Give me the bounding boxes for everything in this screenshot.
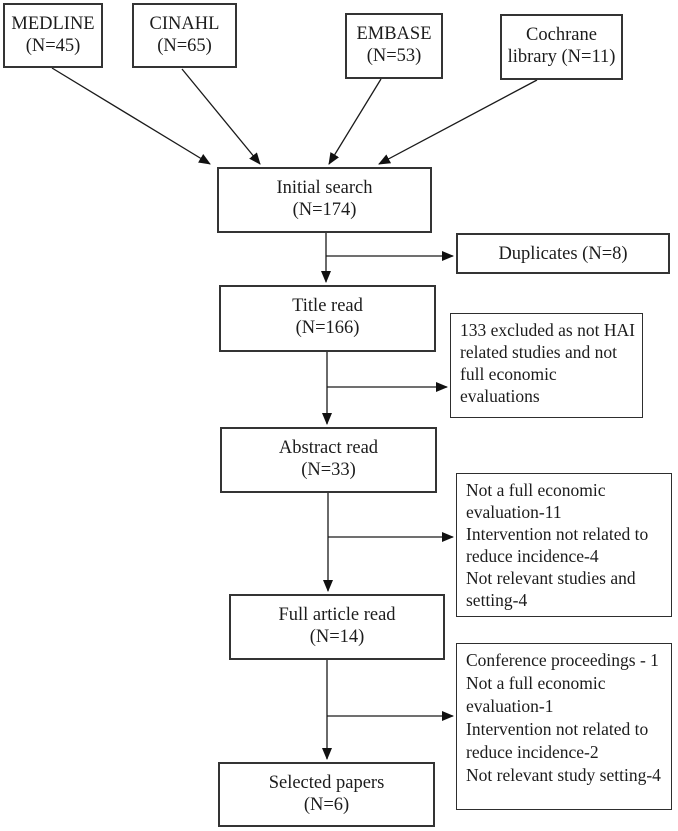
arrow-medline-to-initial-search (51, 67, 211, 165)
title-read-box: Title read (N=166) (219, 285, 436, 352)
cochrane-count: library (N=11) (507, 47, 616, 67)
selected-papers-box: Selected papers (N=6) (218, 762, 435, 827)
initial-search-box: Initial search (N=174) (217, 167, 432, 233)
full-article-read-label: Full article read (278, 605, 396, 625)
abstract-read-label: Abstract read (278, 438, 379, 458)
full-article-excluded-line: Not relevant study setting-4 (466, 765, 661, 785)
cinahl-count: (N=65) (157, 36, 212, 56)
abstract-excluded-line: reduce incidence-4 (466, 546, 599, 566)
abstract-excluded-line: setting-4 (466, 590, 528, 610)
cinahl-label: CINAHL (149, 14, 220, 34)
abstract-excluded-line: Intervention not related to (466, 524, 649, 544)
cochrane-label: Cochrane (526, 25, 597, 45)
arrow-embase-to-initial-search (328, 78, 382, 165)
cinahl-source-box: CINAHL (N=65) (132, 3, 237, 68)
cochrane-source-box: Cochrane library (N=11) (500, 14, 623, 80)
full-article-excluded-line: reduce incidence-2 (466, 742, 599, 762)
selected-papers-count: (N=6) (303, 795, 350, 815)
title-excluded-box: 133 excluded as not HAI related studies … (450, 313, 643, 418)
abstract-read-box: Abstract read (N=33) (220, 427, 437, 493)
selected-papers-label: Selected papers (268, 773, 385, 793)
arrow-cochrane-to-initial-search (378, 79, 538, 165)
full-article-excluded-line: Conference proceedings - 1 (466, 650, 659, 670)
medline-label: MEDLINE (11, 14, 95, 34)
title-read-count: (N=166) (295, 318, 360, 338)
abstract-read-count: (N=33) (301, 460, 356, 480)
full-article-read-box: Full article read (N=14) (229, 594, 445, 660)
full-article-excluded-line: Intervention not related to (466, 719, 649, 739)
abstract-excluded-line: evaluation-11 (466, 502, 562, 522)
title-read-label: Title read (292, 296, 363, 316)
title-excluded-line: related studies and not (460, 342, 617, 362)
title-excluded-line: 133 excluded as not HAI (460, 320, 635, 340)
initial-search-count: (N=174) (292, 200, 357, 220)
medline-source-box: MEDLINE (N=45) (3, 3, 103, 68)
embase-count: (N=53) (366, 46, 422, 66)
medline-count: (N=45) (25, 36, 81, 56)
title-excluded-line: evaluations (460, 386, 540, 406)
duplicates-box: Duplicates (N=8) (456, 233, 670, 274)
full-article-excluded-line: Not a full economic (466, 673, 606, 693)
arrow-cinahl-to-initial-search (181, 68, 261, 165)
title-excluded-line: full economic (460, 364, 557, 384)
duplicates-label: Duplicates (N=8) (498, 243, 628, 264)
embase-source-box: EMBASE (N=53) (345, 13, 443, 79)
full-article-excluded-box: Conference proceedings - 1 Not a full ec… (456, 643, 672, 810)
abstract-excluded-line: Not relevant studies and (466, 568, 636, 588)
full-article-excluded-line: evaluation-1 (466, 696, 554, 716)
abstract-excluded-line: Not a full economic (466, 480, 606, 500)
full-article-read-count: (N=14) (309, 627, 365, 647)
initial-search-label: Initial search (276, 178, 373, 198)
embase-label: EMBASE (356, 24, 432, 44)
abstract-excluded-box: Not a full economic evaluation-11 Interv… (456, 473, 672, 617)
